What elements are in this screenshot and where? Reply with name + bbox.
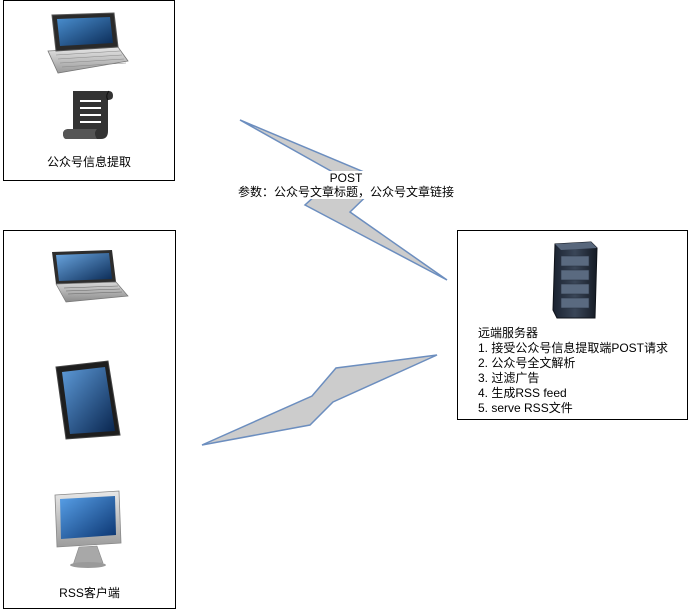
laptop-icon [52, 250, 129, 303]
server-rack-icon [552, 241, 598, 319]
connection-label-params: 参数：公众号文章标题，公众号文章链接 [236, 185, 456, 199]
connection-label-post: POST [236, 171, 456, 185]
server-box: 远端服务器 1. 接受公众号信息提取端POST请求 2. 公众号全文解析 3. … [457, 230, 688, 420]
server-title: 远端服务器 [478, 326, 539, 340]
client-label: RSS客户端 [59, 586, 120, 600]
tablet-icon [55, 360, 121, 440]
client-box: RSS客户端 [3, 230, 176, 609]
server-step-5: 5. serve RSS文件 [478, 401, 573, 415]
server-step-2: 2. 公众号全文解析 [478, 356, 576, 370]
handheld-device-icon [47, 12, 129, 74]
server-step-4: 4. 生成RSS feed [478, 386, 567, 400]
extractor-label: 公众号信息提取 [46, 155, 131, 169]
document-scroll-icon [63, 90, 113, 139]
server-step-3: 3. 过滤广告 [478, 371, 540, 385]
server-step-1: 1. 接受公众号信息提取端POST请求 [478, 341, 669, 355]
extractor-box: 公众号信息提取 [3, 0, 175, 181]
desktop-monitor-icon [54, 490, 122, 568]
